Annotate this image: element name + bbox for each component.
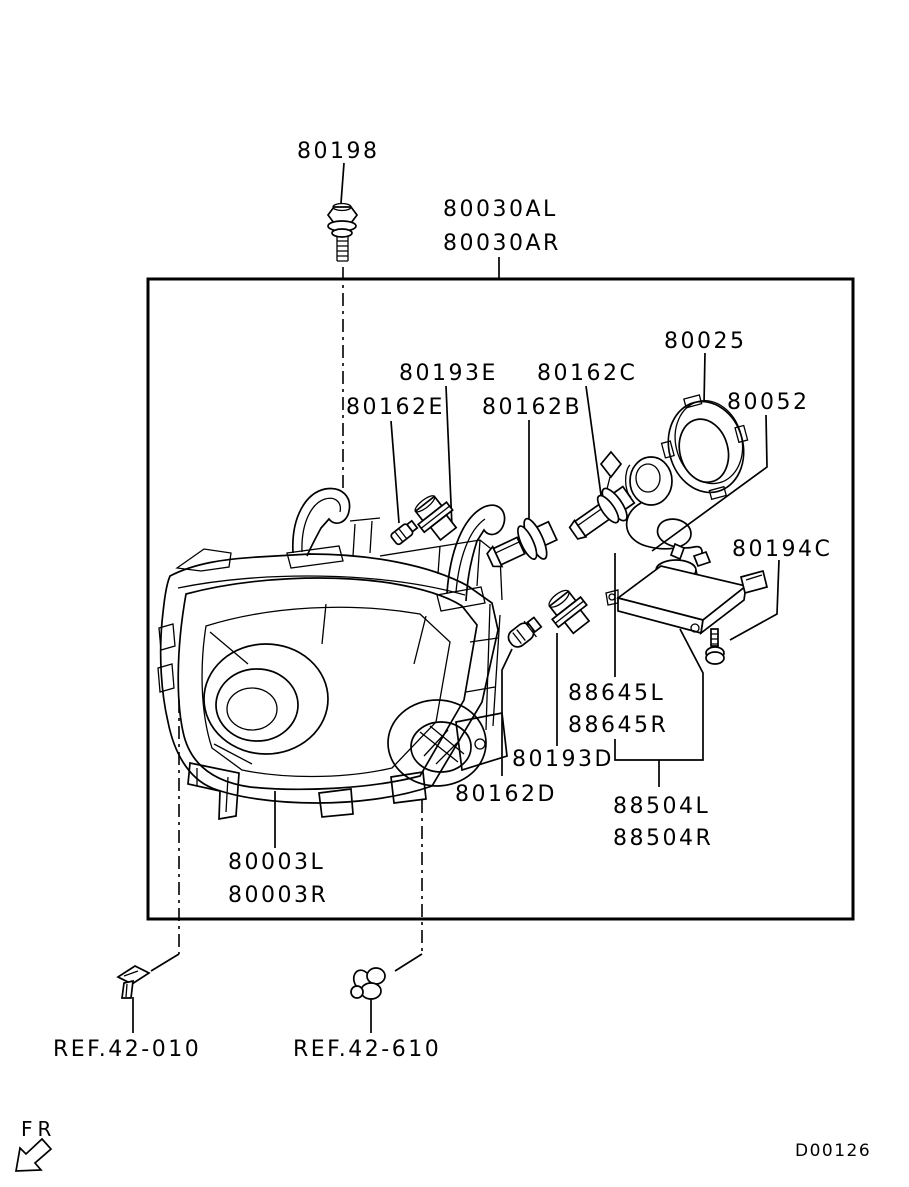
diagram-frame-box — [146, 277, 855, 921]
bracket-arch-right-inner — [455, 518, 486, 593]
mount-foot-left — [187, 761, 240, 821]
projector-lens-left-mid — [215, 668, 299, 742]
leader-ref-left-diag — [150, 953, 180, 972]
side-frame — [465, 603, 501, 731]
cord-connector-icon — [692, 550, 712, 568]
bracket-arch-right-pad — [436, 586, 486, 612]
bracket-arch-left — [292, 487, 351, 557]
clip-left-icon — [116, 965, 151, 999]
bezel-inner — [177, 577, 478, 791]
projector-lens-right — [387, 699, 487, 787]
mount-tab-right — [390, 771, 427, 804]
leader-80052 — [651, 414, 768, 552]
bracket-arch-left-pad — [286, 545, 344, 569]
projector-lens-right-inner — [410, 721, 472, 773]
label-80193D: 80193D — [512, 747, 614, 772]
top-masts — [349, 517, 381, 557]
mount-foot-left-lines — [196, 768, 229, 813]
reflector-creases — [209, 603, 427, 765]
label-80003R: 80003R — [228, 883, 328, 908]
side-frame-block — [455, 711, 508, 772]
label-80162C: 80162C — [537, 361, 637, 386]
label-80198: 80198 — [297, 139, 380, 164]
headlamp-assembly-drawing — [157, 487, 508, 821]
fr-label: FR — [21, 1117, 56, 1141]
projector-lens-left-inner — [226, 687, 278, 731]
side-frame-hole — [474, 738, 486, 750]
front-direction-marker: FR — [14, 1117, 56, 1172]
leader-lines — [132, 162, 780, 1033]
ballast-unit-icon — [605, 542, 769, 635]
bulb-halogen-icon — [486, 517, 558, 568]
drawing-code: D00126 — [795, 1141, 871, 1161]
cross-member — [379, 539, 503, 601]
bezel-band — [177, 575, 466, 596]
leader-80162D — [501, 648, 513, 776]
bracket-arch-left-inner — [301, 497, 342, 553]
fr-arrow-icon — [14, 1137, 53, 1172]
reflector-bowl — [201, 606, 451, 778]
retaining-ring-icon — [660, 394, 749, 501]
label-88504R: 88504R — [613, 826, 713, 851]
cord-harness-icon — [625, 502, 703, 560]
leader-80198 — [340, 162, 345, 204]
leader-ref-right-diag — [394, 953, 423, 972]
label-88504L: 88504L — [613, 794, 710, 819]
label-80025: 80025 — [664, 329, 747, 354]
leader-80162E — [390, 420, 400, 524]
bulb-hid-icon — [568, 450, 636, 540]
screw-icon — [705, 628, 725, 665]
label-80194C: 80194C — [732, 537, 832, 562]
label-ref-42-610: REF.42-610 — [293, 1037, 441, 1062]
socket-lower-icon — [548, 589, 591, 635]
label-80052: 80052 — [727, 390, 810, 415]
label-88645L: 88645L — [568, 681, 665, 706]
label-88645R: 88645R — [568, 713, 668, 738]
label-80193E: 80193E — [399, 361, 498, 386]
leader-80194C — [729, 559, 780, 641]
label-80030AR: 80030AR — [443, 231, 561, 256]
label-80162D: 80162D — [455, 782, 557, 807]
label-80003L: 80003L — [228, 850, 325, 875]
label-80162E: 80162E — [346, 395, 445, 420]
bolt-icon — [326, 202, 359, 262]
label-ref-42-010: REF.42-010 — [53, 1037, 201, 1062]
bulb-small-upper-icon — [390, 519, 419, 546]
part-number-labels: 80198 80030AL 80030AR 80193E 80162E 8016… — [53, 139, 871, 1161]
housing-outline — [159, 553, 499, 804]
socket-upper-icon — [414, 495, 458, 542]
label-80162B: 80162B — [482, 395, 582, 420]
bulb-small-lower-icon — [507, 616, 543, 648]
leader-80193E — [445, 385, 453, 528]
bracket-arch-right — [446, 504, 506, 602]
igniter-socket-icon — [624, 456, 673, 506]
lens-hatch — [419, 725, 465, 765]
mount-tab-mid — [318, 788, 354, 818]
edge-tabs-left — [157, 623, 176, 693]
clip-right-icon — [350, 967, 386, 1000]
leader-80162C — [585, 385, 602, 496]
leader-80025 — [703, 352, 706, 405]
bracket-88504 — [614, 628, 704, 761]
projector-lens-left — [203, 643, 329, 755]
label-80030AL: 80030AL — [443, 197, 558, 222]
corner-tab-topleft — [175, 548, 232, 572]
